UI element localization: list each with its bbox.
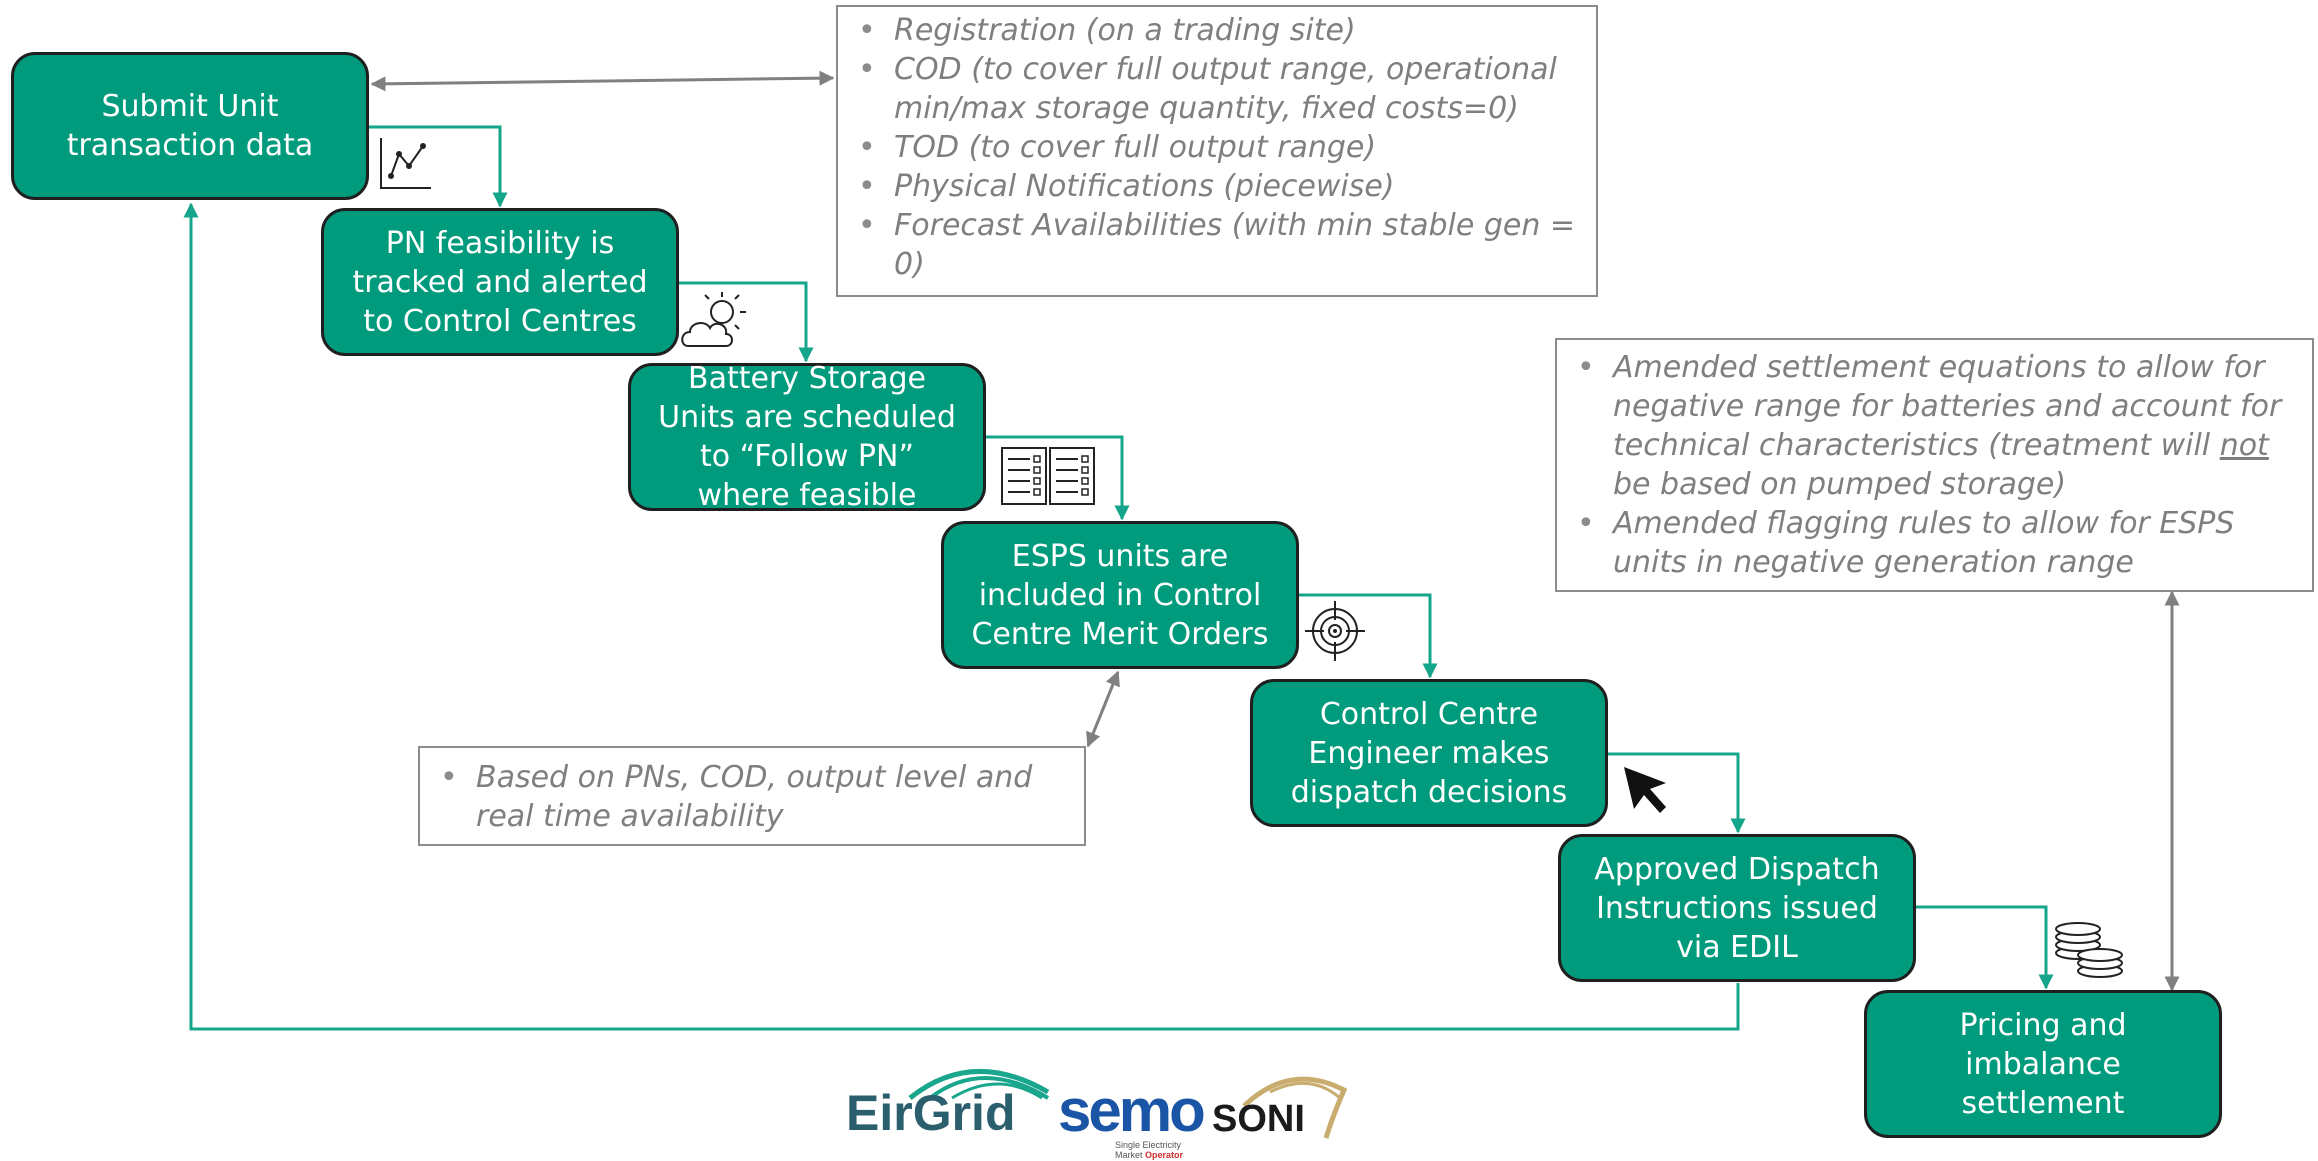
note-item: Physical Notifications (piecewise) bbox=[858, 167, 1576, 206]
link-merit-note bbox=[1086, 670, 1120, 748]
schedule-list-icon bbox=[1001, 447, 1095, 505]
target-icon bbox=[1305, 601, 1365, 661]
note-item: Amended flagging rules to allow for ESPS… bbox=[1577, 504, 2292, 582]
connector-engineer-to-approved bbox=[1608, 752, 1746, 834]
semo-wordmark: semo bbox=[1058, 1077, 1206, 1144]
step-battery-scheduled: Battery Storage Units are scheduled to “… bbox=[628, 361, 986, 513]
line-chart-icon bbox=[380, 138, 431, 189]
semo-tagline-2: Market Operator bbox=[1115, 1150, 1184, 1160]
step-pn-feasibility: PN feasibility is tracked and alerted to… bbox=[321, 208, 679, 356]
step-pricing-settlement: Pricing and imbalance settlement bbox=[1864, 990, 2222, 1138]
step-esps-merit-orders: ESPS units are included in Control Centr… bbox=[941, 521, 1299, 669]
note-transaction-data: Registration (on a trading site) COD (to… bbox=[836, 5, 1598, 297]
link-submit-note bbox=[370, 70, 835, 92]
step-submit-unit-data: Submit Unit transaction data bbox=[11, 52, 369, 200]
eirgrid-wordmark: EirGrid bbox=[846, 1085, 1016, 1141]
connector-approved-to-pricing bbox=[1914, 905, 2054, 990]
note-item: Amended settlement equations to allow fo… bbox=[1577, 348, 2292, 504]
note-merit-order: Based on PNs, COD, output level and real… bbox=[418, 746, 1086, 846]
weather-icon bbox=[681, 292, 746, 347]
cursor-icon bbox=[1624, 767, 1666, 813]
semo-tagline-1: Single Electricity bbox=[1115, 1140, 1182, 1150]
connector-battery-to-esps bbox=[985, 435, 1130, 521]
connector-pn-to-battery bbox=[678, 281, 814, 363]
soni-wordmark: SONI bbox=[1212, 1098, 1305, 1140]
eirgrid-arc-graphic bbox=[908, 1068, 1050, 1100]
note-item: COD (to cover full output range, operati… bbox=[858, 50, 1576, 128]
step-engineer-dispatch: Control Centre Engineer makes dispatch d… bbox=[1250, 679, 1608, 827]
step-approved-instructions: Approved Dispatch Instructions issued vi… bbox=[1558, 834, 1916, 982]
connector-esps-to-engineer bbox=[1298, 593, 1438, 679]
connector-submit-to-pn bbox=[368, 125, 508, 208]
note-settlement: Amended settlement equations to allow fo… bbox=[1555, 338, 2314, 592]
coins-icon bbox=[2055, 922, 2123, 978]
note-item: Registration (on a trading site) bbox=[858, 11, 1576, 50]
note-item: Forecast Availabilities (with min stable… bbox=[858, 206, 1576, 284]
note-item: Based on PNs, COD, output level and real… bbox=[440, 758, 1064, 836]
connector-feedback-loop bbox=[183, 202, 1740, 1031]
note-item: TOD (to cover full output range) bbox=[858, 128, 1576, 167]
soni-arc-graphic bbox=[1242, 1076, 1348, 1139]
